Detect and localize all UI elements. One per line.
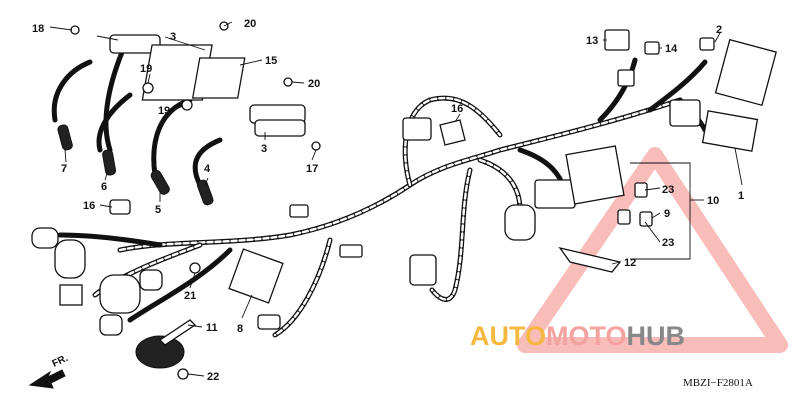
callout-numbers: 18 3 20 15 20 19 19 3 17 4 7 6 5 16 21 8… (32, 18, 744, 383)
callout-3-top: 3 (170, 31, 176, 43)
callout-15: 15 (265, 55, 277, 67)
watermark-part-auto: AUTO (470, 321, 546, 351)
svg-text:AUTOMOTOHUB: AUTOMOTOHUB (470, 321, 685, 351)
front-label: FR. (51, 353, 70, 370)
callout-12: 12 (624, 257, 636, 269)
callout-7: 7 (61, 163, 67, 175)
callout-19-mid: 19 (158, 105, 170, 117)
callout-3-bottom: 3 (261, 143, 267, 155)
callout-23-upper: 23 (662, 184, 674, 196)
callout-5: 5 (155, 204, 161, 216)
callout-11: 11 (206, 322, 218, 334)
callout-1: 1 (738, 190, 744, 202)
front-direction-arrow: FR. (28, 353, 70, 389)
regulator-and-horn (135, 204, 363, 380)
leader-lines (49, 21, 743, 377)
callout-22: 22 (207, 371, 219, 383)
callout-9: 9 (664, 208, 670, 220)
callout-14: 14 (665, 43, 678, 55)
callout-20-mid: 20 (308, 78, 320, 90)
callout-8: 8 (237, 323, 243, 335)
ecu-and-relays (604, 29, 777, 152)
callout-17: 17 (306, 163, 318, 175)
watermark-part-hub: HUB (627, 321, 686, 351)
ignition-wires (51, 42, 223, 206)
callout-20-top: 20 (244, 18, 256, 30)
callout-19-left: 19 (140, 63, 152, 75)
watermark-part-moto: MOTO (546, 321, 627, 351)
ignition-coils (70, 21, 321, 151)
callout-23-lower: 23 (662, 237, 674, 249)
callout-10: 10 (707, 195, 719, 207)
callout-21: 21 (184, 290, 196, 302)
center-components (402, 117, 653, 286)
callout-4: 4 (204, 163, 211, 175)
callout-18: 18 (32, 23, 44, 35)
callout-6: 6 (101, 181, 107, 193)
callout-16-left: 16 (83, 200, 95, 212)
callout-13: 13 (586, 35, 598, 47)
watermark-logo: AUTOMOTOHUB (470, 321, 685, 351)
callout-16-center: 16 (451, 103, 463, 115)
left-connectors (31, 199, 163, 336)
diagram-code: MBZI−F2801A (683, 377, 753, 389)
callout-2: 2 (716, 24, 722, 36)
watermark-triangle (517, 147, 788, 353)
